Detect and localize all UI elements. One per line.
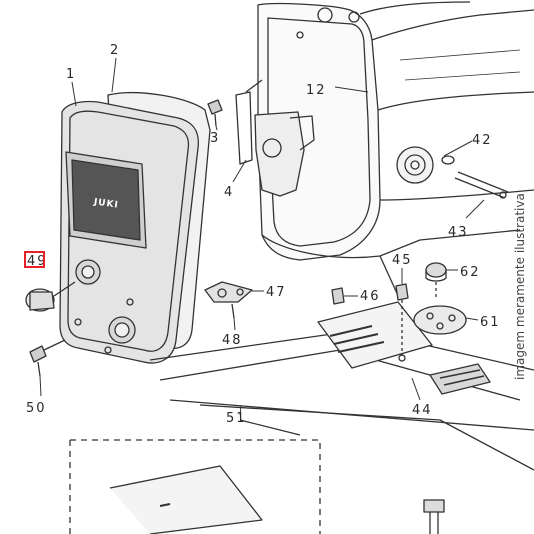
label-2: 2 — [110, 43, 120, 58]
machine-arm — [254, 1, 534, 301]
label-49: 49 — [27, 254, 48, 269]
machine-bed — [149, 301, 534, 471]
label-51: 51 — [226, 411, 247, 426]
part-62-knob — [425, 262, 447, 300]
part-1-face-cover — [59, 100, 200, 364]
leader-lines — [39, 57, 485, 416]
bottom-screw — [423, 499, 445, 534]
label-50: 50 — [26, 401, 47, 416]
label-45: 45 — [392, 253, 413, 268]
label-62: 62 — [460, 265, 481, 280]
watermark-text: imagem meramente ilustrativa — [513, 193, 527, 380]
part-49-cap — [25, 281, 76, 312]
label-43: 43 — [448, 225, 469, 240]
label-3: 3 — [210, 131, 220, 146]
label-46: 46 — [360, 289, 381, 304]
label-44: 44 — [412, 403, 433, 418]
part-51-inset — [69, 439, 321, 534]
part-50-screw — [29, 339, 66, 377]
part-4-bracket — [235, 91, 253, 165]
label-47: 47 — [266, 285, 287, 300]
part-61-disc — [413, 305, 467, 335]
part-47-bracket — [204, 281, 253, 319]
label-42: 42 — [472, 133, 493, 148]
label-1: 1 — [66, 67, 76, 82]
part-46-screw — [331, 287, 345, 305]
highlight-box — [24, 251, 45, 268]
tension-assembly — [396, 146, 509, 199]
label-61: 61 — [480, 315, 501, 330]
nameplate-text: JUKI — [92, 197, 119, 211]
part-3-screw — [207, 99, 223, 127]
label-12: 12 — [306, 83, 327, 98]
label-48: 48 — [222, 333, 243, 348]
label-4: 4 — [224, 185, 234, 200]
part-45-screw — [395, 283, 409, 356]
